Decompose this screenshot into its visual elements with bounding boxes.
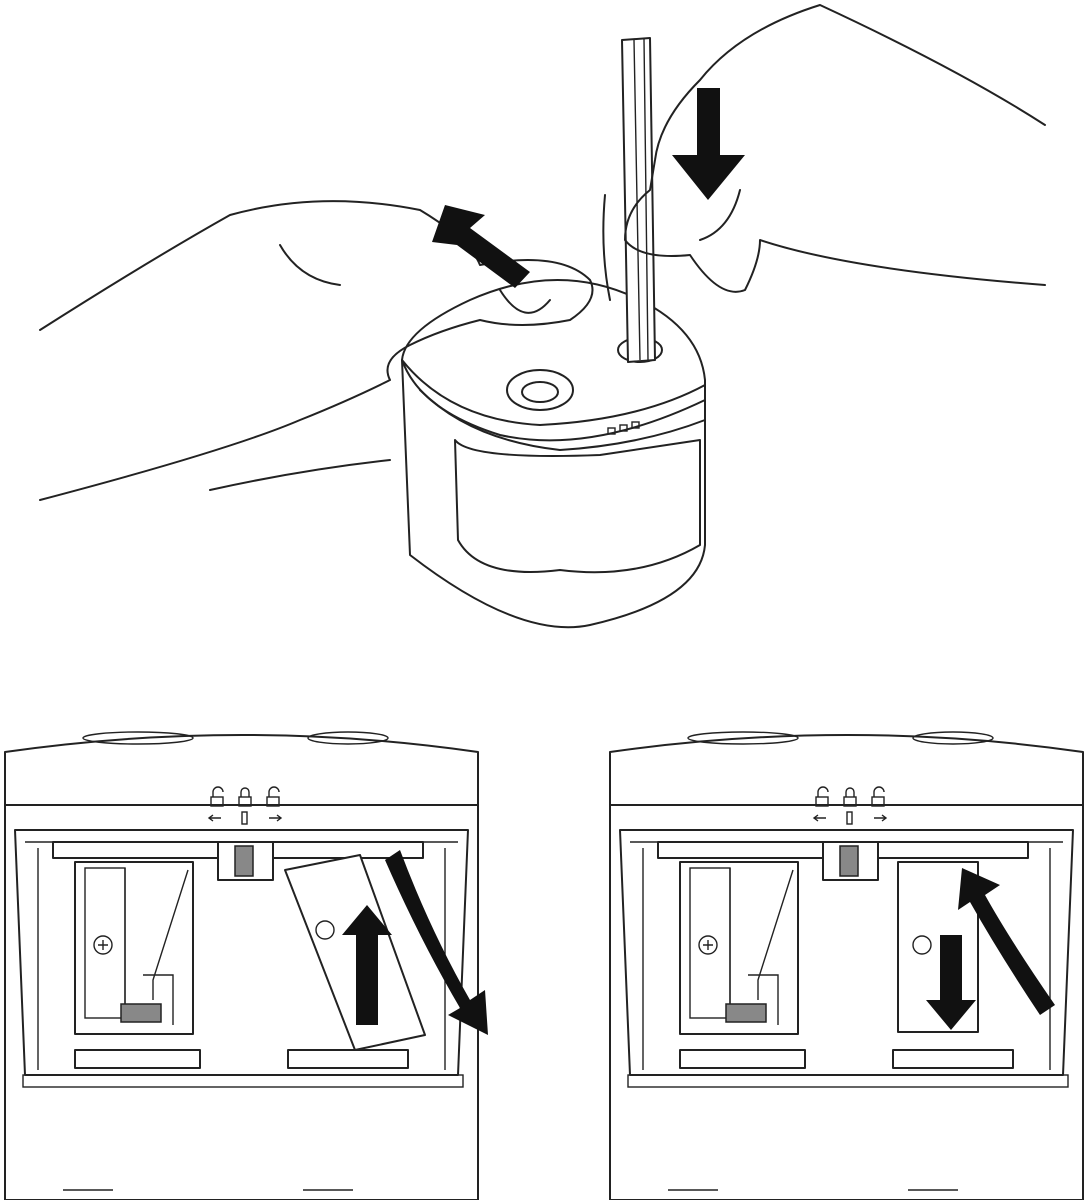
arrow-curve-in-icon	[958, 868, 1055, 1015]
lock-icons	[607, 421, 640, 435]
hand-right-icon	[602, 4, 1046, 301]
arrow-down-icon	[672, 88, 745, 200]
bottom-right-illustration	[609, 731, 1084, 1200]
top-illustration	[39, 4, 1046, 629]
arrow-up-left-icon	[432, 205, 530, 288]
arrow-curve-out-icon	[385, 850, 488, 1035]
bottom-left-illustration	[4, 731, 488, 1200]
sharpener-icon	[401, 279, 706, 629]
hand-left-icon	[39, 200, 594, 501]
arrow-down-icon	[926, 935, 976, 1030]
arrow-up-icon	[342, 905, 392, 1025]
battery-door-icon	[284, 854, 426, 1051]
